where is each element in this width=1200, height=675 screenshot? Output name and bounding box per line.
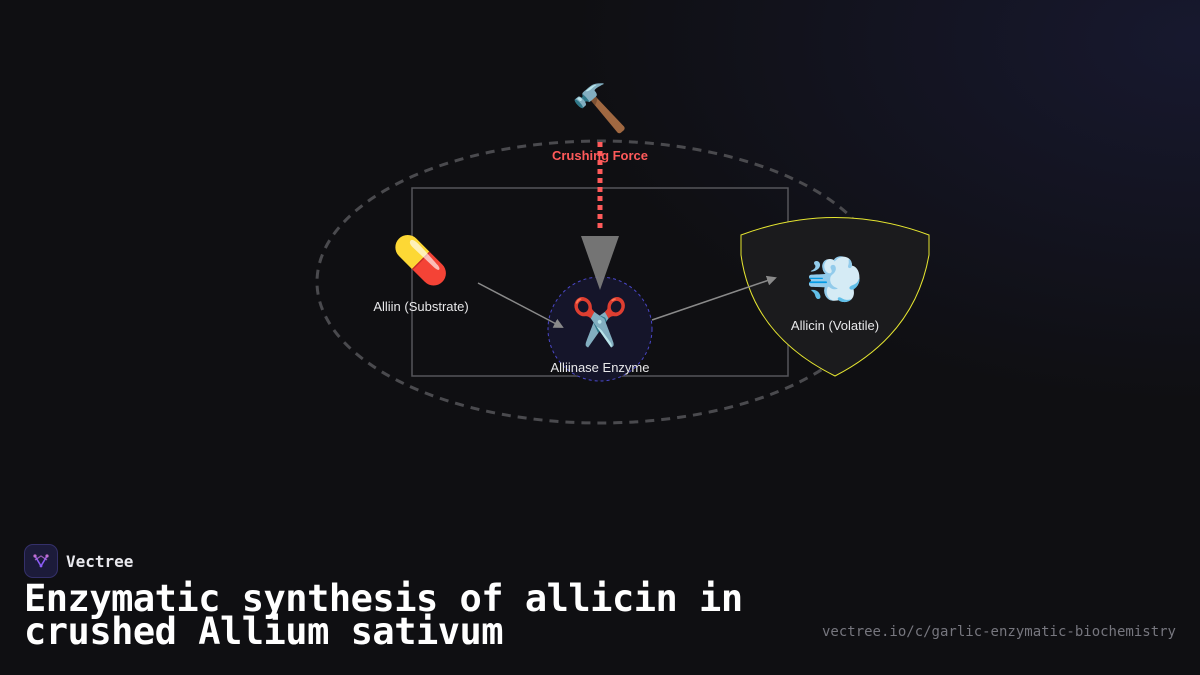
hammer-icon: 🔨: [571, 81, 628, 135]
enzyme-label: Alliinase Enzyme: [551, 360, 650, 375]
force-arrowhead: [581, 236, 619, 290]
page-title: Enzymatic synthesis of allicin in crushe…: [24, 577, 743, 653]
scissors-icon: ✂️: [571, 294, 628, 349]
source-url: vectree.io/c/garlic-enzymatic-biochemist…: [821, 624, 1176, 640]
pill-icon: 💊: [392, 232, 449, 288]
enzyme-node-ring: [547, 276, 653, 382]
dash-icon: 💨: [806, 252, 863, 306]
edge-substrate-to-enzyme: [477, 282, 564, 328]
product-shield: [740, 217, 930, 377]
edge-enzyme-to-product: [651, 275, 777, 321]
product-label: Allicin (Volatile): [791, 318, 879, 333]
brand-name: Vectree: [66, 551, 134, 571]
substrate-label: Alliin (Substrate): [373, 299, 468, 314]
force-label: Crushing Force: [552, 148, 648, 163]
vectree-logo-icon: [24, 544, 58, 578]
brand: Vectree: [24, 544, 133, 578]
